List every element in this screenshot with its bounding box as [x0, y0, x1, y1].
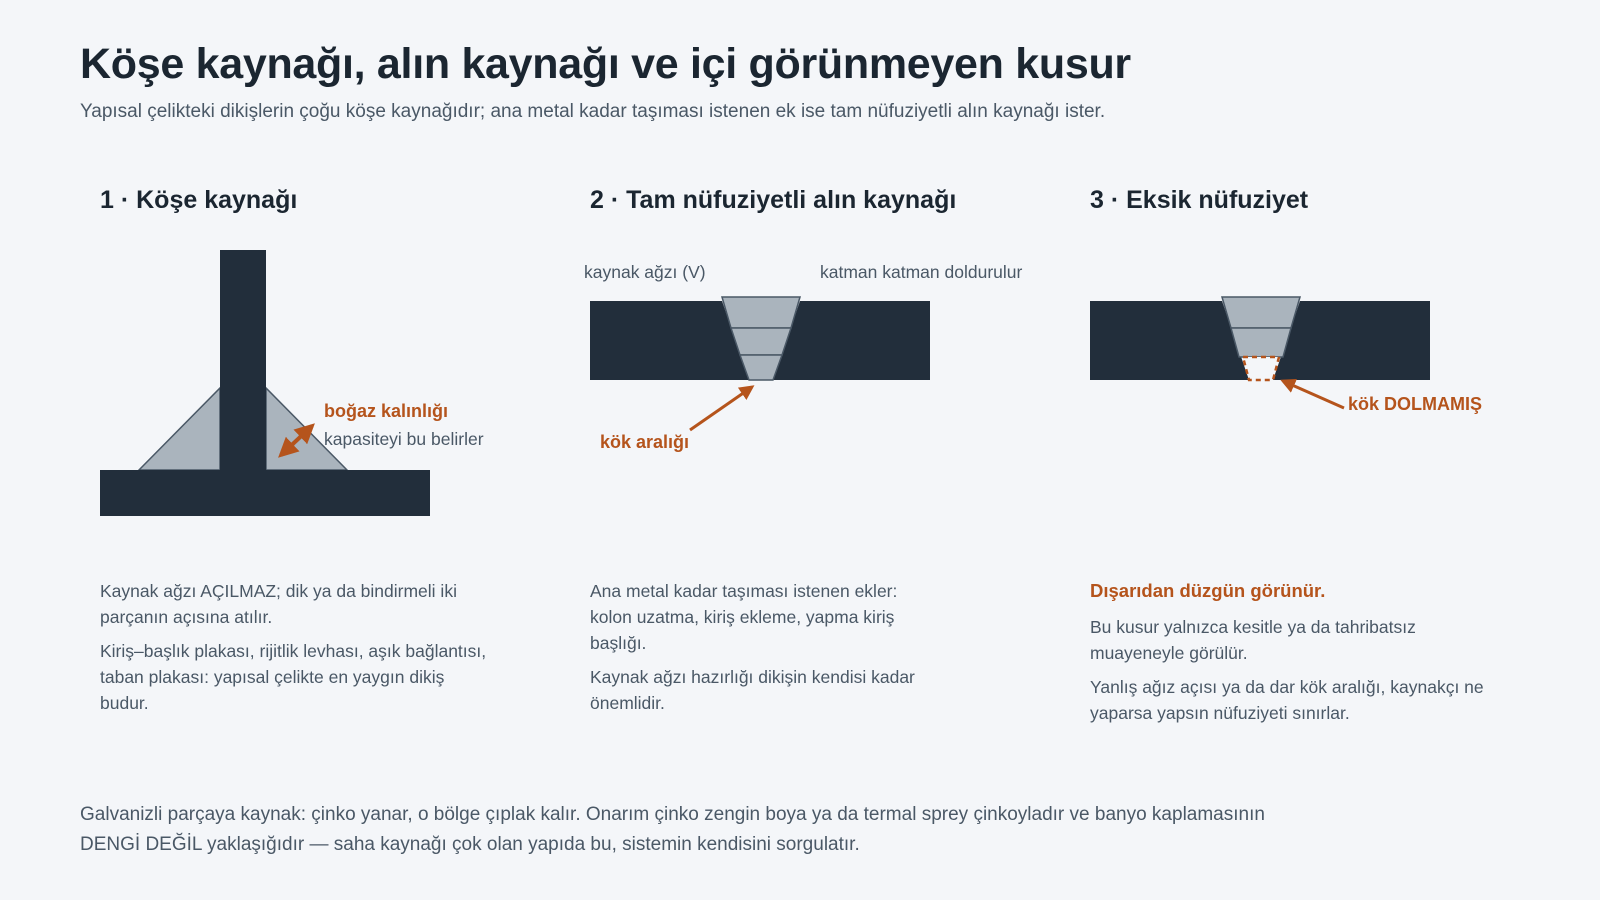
vertical-plate: [220, 250, 266, 470]
left-plate: [1090, 301, 1249, 380]
base-plate: [100, 470, 430, 516]
left-fillet-weld: [137, 386, 221, 471]
root-gap-arrow: [689, 385, 755, 432]
panel-3-description: Dışarıdan düzgün görünür. Bu kusur yalnı…: [1090, 578, 1490, 734]
weld-layer-root: [738, 354, 784, 381]
right-plate: [1273, 301, 1430, 380]
left-plate: [590, 301, 749, 380]
weld-layer-cap: [721, 296, 801, 329]
groove-label: kaynak ağzı (V): [584, 262, 706, 282]
panel-2-title: 2 · Tam nüfuziyetli alın kaynağı: [590, 186, 957, 214]
root-unfilled-arrow: [1280, 378, 1345, 410]
layers-label: katman katman doldurulur: [820, 262, 1022, 282]
footer-note: Galvanizli parçaya kaynak: çinko yanar, …: [80, 804, 1265, 855]
butt-weld-diagram: kaynak ağzı (V) katman katman doldurulur…: [584, 262, 1022, 452]
page-subtitle: Yapısal çelikteki dikişlerin çoğu köşe k…: [80, 101, 1106, 122]
weld-layer-fill: [729, 327, 793, 356]
incomplete-penetration-diagram: kök DOLMAMIŞ: [1090, 296, 1482, 414]
panel-2-description: Ana metal kadar taşıması istenen ekler: …: [590, 578, 940, 724]
weld-layer-cap: [1221, 296, 1301, 329]
panel-3-title: 3 · Eksik nüfuziyet: [1090, 186, 1309, 214]
panel-2-paragraph: Kaynak ağzı hazırlığı dikişin kendisi ka…: [590, 667, 915, 713]
panel-1-title: 1 · Köşe kaynağı: [100, 186, 298, 214]
panel-2-paragraph: Ana metal kadar taşıması istenen ekler: …: [590, 581, 898, 653]
panel-3-paragraph: Bu kusur yalnızca kesitle ya da tahribat…: [1090, 617, 1416, 663]
panel-1-paragraph: Kiriş–başlık plakası, rijitlik levhası, …: [100, 641, 487, 713]
unfilled-root-void: [1241, 355, 1281, 382]
weld-layer-fill: [1230, 327, 1292, 358]
root-gap-label: kök aralığı: [600, 432, 689, 452]
panel-3-warning: Dışarıdan düzgün görünür.: [1090, 580, 1326, 601]
panel-1-description: Kaynak ağzı AÇILMAZ; dik ya da bindirmel…: [100, 578, 490, 724]
throat-note: kapasiteyi bu belirler: [324, 429, 484, 449]
page-title: Köşe kaynağı, alın kaynağı ve içi görünm…: [80, 40, 1131, 88]
panel-3-paragraph: Yanlış ağız açısı ya da dar kök aralığı,…: [1090, 677, 1484, 723]
right-plate: [773, 301, 930, 380]
throat-arrow: [278, 423, 315, 458]
panel-1-paragraph: Kaynak ağzı AÇILMAZ; dik ya da bindirmel…: [100, 581, 457, 627]
throat-label: boğaz kalınlığı: [324, 401, 448, 421]
fillet-weld-diagram: boğaz kalınlığı kapasiteyi bu belirler: [100, 250, 484, 516]
root-unfilled-label: kök DOLMAMIŞ: [1348, 394, 1482, 414]
